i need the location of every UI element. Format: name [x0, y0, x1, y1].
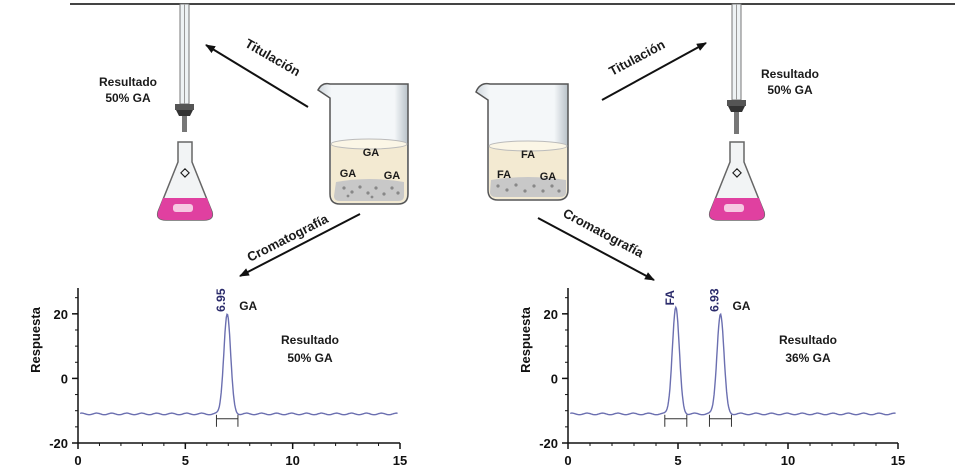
beaker-right: FA FA GA [475, 82, 569, 201]
chromatogram-trace [570, 305, 896, 416]
beaker-left-label-3: GA [384, 170, 401, 182]
chart-result-line1: Resultado [281, 333, 339, 347]
peak-label: FA [663, 290, 677, 306]
y-tick-label: 20 [544, 307, 558, 322]
peak-label: 6.95 [214, 288, 228, 312]
chromatogram-right: 0 5 10 15 20 0 -20 Respuesta FA 6.93 GA Resultado 36… [518, 288, 905, 468]
y-tick-label: 0 [551, 371, 558, 386]
arrow-chromatography-left [239, 213, 361, 277]
result-left-line2: 50% GA [105, 91, 151, 105]
flask-left-diamond-icon: ◇ [179, 165, 190, 179]
y-axis-label: Respuesta [518, 306, 533, 373]
y-tick-label: -20 [49, 436, 68, 451]
beaker-left-label-2: GA [340, 168, 357, 180]
chart-result-line1: Resultado [779, 333, 837, 347]
x-tick-label: 15 [393, 453, 407, 468]
flask-left: ◇ [156, 141, 214, 221]
result-left-line1: Resultado [99, 75, 157, 89]
x-tick-label: 0 [564, 453, 571, 468]
arrow-titration-left [205, 44, 309, 108]
beaker-right-label-2: FA [497, 169, 511, 181]
arrow-titration-right [601, 42, 707, 101]
peak-name-label: GA [239, 299, 257, 313]
x-tick-label: 5 [674, 453, 681, 468]
arrow-chromatography-right [537, 217, 655, 281]
flask-right-diamond-icon: ◇ [731, 165, 742, 179]
x-tick-label: 10 [781, 453, 795, 468]
result-right-line2: 50% GA [767, 83, 813, 97]
peak-name-label: GA [732, 299, 750, 313]
burette-right [727, 3, 746, 134]
peak-label: 6.93 [707, 288, 721, 312]
flask-right: ◇ [708, 141, 766, 221]
burette-left [175, 3, 194, 132]
chromatogram-trace [80, 313, 398, 416]
y-tick-label: 20 [54, 307, 68, 322]
x-tick-label: 15 [891, 453, 905, 468]
result-right-line1: Resultado [761, 67, 819, 81]
label-chromatography-left: Cromatografía [245, 211, 332, 265]
beaker-left: GA GA GA [317, 82, 409, 205]
y-tick-label: -20 [539, 436, 558, 451]
x-tick-label: 10 [285, 453, 299, 468]
y-axis-label: Respuesta [28, 306, 43, 373]
beaker-right-label-3: GA [540, 171, 557, 183]
chart-result-line2: 36% GA [785, 351, 831, 365]
chart-result-line2: 50% GA [287, 351, 333, 365]
y-tick-label: 0 [61, 371, 68, 386]
beaker-left-label-1: GA [363, 147, 380, 159]
x-tick-label: 0 [74, 453, 81, 468]
beaker-right-label-1: FA [521, 149, 535, 161]
label-titration-right: Titulación [606, 37, 667, 79]
chromatogram-left: 0 5 10 15 20 0 -20 Respuesta 6.95 GA Resultado 50% … [28, 288, 407, 468]
x-tick-label: 5 [182, 453, 189, 468]
